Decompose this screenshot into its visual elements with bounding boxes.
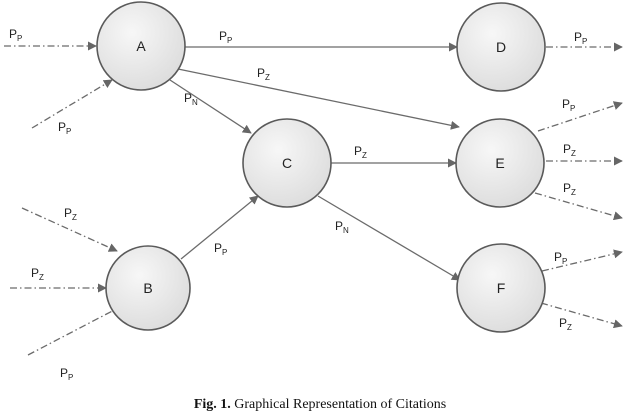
label-a-d: PP [219, 29, 232, 45]
edge-c-f [317, 195, 461, 281]
edge-in-b-top [21, 207, 118, 252]
edge-b-c [180, 195, 259, 260]
figure-caption: Fig. 1. Graphical Representation of Cita… [0, 397, 640, 413]
node-e-label: E [495, 155, 504, 171]
edge-e-out-down [534, 192, 623, 221]
node-b: B [105, 245, 191, 331]
label-a-e: PZ [257, 66, 270, 82]
node-d: D [456, 2, 546, 92]
edge-f-out-up [541, 249, 623, 272]
label-a-c: PN [184, 91, 198, 107]
label-c-e: PZ [354, 144, 367, 160]
node-a: A [96, 1, 186, 91]
node-d-label: D [496, 39, 506, 55]
label-e-out-down: PZ [563, 181, 576, 197]
edge-e-out-up [537, 101, 623, 132]
label-f-out-down: PZ [559, 316, 572, 332]
node-f-label: F [497, 280, 506, 296]
label-in-a-left: PP [9, 27, 22, 43]
label-in-b-top: PZ [64, 206, 77, 222]
edge-in-a-low [31, 79, 113, 129]
label-e-out-mid: PZ [563, 142, 576, 158]
label-in-a-low: PP [58, 120, 71, 136]
node-e: E [455, 118, 545, 208]
node-c-label: C [282, 155, 292, 171]
label-c-f: PN [335, 219, 349, 235]
edge-f-out-down [540, 302, 623, 329]
figure-caption-text: Graphical Representation of Citations [234, 397, 447, 412]
label-d-out: PP [574, 30, 587, 46]
node-f: F [456, 243, 546, 333]
node-b-label: B [143, 280, 152, 296]
label-in-b-low: PP [60, 366, 73, 382]
edge-in-b-low [27, 306, 121, 356]
edge-a-c [169, 79, 252, 134]
node-a-label: A [136, 38, 146, 54]
edge-a-e [177, 68, 460, 130]
label-f-out-up: PP [554, 250, 567, 266]
label-b-c: PP [214, 241, 227, 257]
label-in-b-mid: PZ [31, 266, 44, 282]
label-e-out-up: PP [562, 97, 575, 113]
figure-number: Fig. 1. [193, 397, 231, 412]
node-c: C [242, 118, 332, 208]
